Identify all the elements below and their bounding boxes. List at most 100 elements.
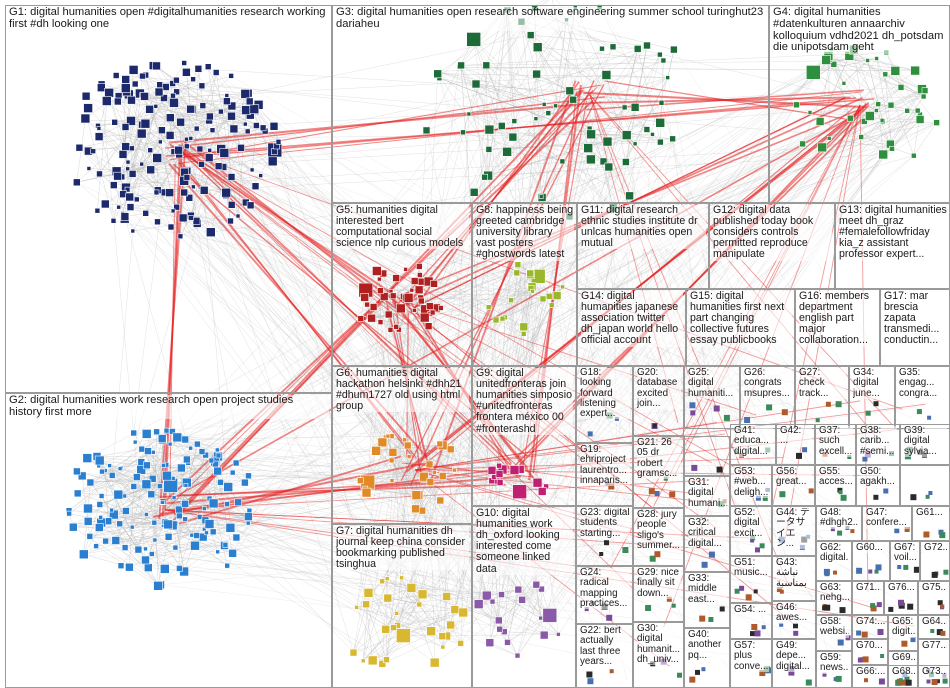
edge xyxy=(396,609,455,614)
node xyxy=(183,483,189,488)
group-cell-g24: G24: radical mapping practices... xyxy=(576,566,633,624)
node xyxy=(665,75,671,80)
node xyxy=(141,555,150,565)
edge xyxy=(382,588,542,665)
node xyxy=(821,55,832,65)
edge xyxy=(383,273,397,327)
node xyxy=(879,118,885,123)
node xyxy=(172,432,183,443)
node xyxy=(532,69,541,79)
edge xyxy=(396,264,519,327)
edge xyxy=(100,517,159,586)
node xyxy=(178,213,188,223)
group-label-g76: G76... xyxy=(888,583,915,594)
edge xyxy=(224,545,518,656)
node xyxy=(403,441,412,450)
group-cell-g1: G1: digital humanities open #digitalhuma… xyxy=(5,5,332,393)
edge xyxy=(175,544,226,548)
node xyxy=(244,128,251,135)
edge xyxy=(132,173,766,400)
edge xyxy=(176,80,232,205)
group-cell-g40: G40: another pq... xyxy=(684,628,730,688)
node xyxy=(410,277,419,285)
node xyxy=(223,482,233,492)
node xyxy=(160,564,170,574)
node xyxy=(399,575,404,581)
edge xyxy=(489,642,518,656)
node xyxy=(417,272,423,278)
group-label-g2: G2: digital humanities work research ope… xyxy=(9,395,329,419)
edge xyxy=(407,293,558,296)
group-cell-g8: G8: happiness being greeted cambridge un… xyxy=(472,203,577,366)
node xyxy=(142,210,149,217)
edge xyxy=(190,138,519,590)
edge xyxy=(517,588,542,656)
node xyxy=(392,274,400,282)
node xyxy=(196,145,204,153)
edge xyxy=(100,461,386,630)
edge xyxy=(501,60,664,127)
edge xyxy=(442,612,464,648)
group-label-g71: G71... xyxy=(856,583,881,594)
node xyxy=(98,515,103,520)
node xyxy=(184,136,189,142)
group-cell-g27: G27: check track... xyxy=(795,366,849,429)
edge xyxy=(126,147,823,188)
edge xyxy=(109,65,157,94)
group-cell-g41: G41: educa... digital... xyxy=(730,424,776,465)
edge xyxy=(121,433,147,468)
edge xyxy=(492,601,559,635)
node xyxy=(237,144,245,152)
node xyxy=(393,323,400,330)
group-cell-g29: G29: nice finally sit down... xyxy=(633,566,684,622)
group-cell-g42: G42: ... xyxy=(776,424,815,465)
node xyxy=(433,69,443,79)
edge xyxy=(88,168,433,313)
node xyxy=(224,501,230,507)
node xyxy=(497,122,506,130)
node xyxy=(438,305,444,311)
node xyxy=(388,447,398,457)
node xyxy=(165,131,175,140)
edge xyxy=(606,74,668,78)
edge xyxy=(353,295,558,653)
group-cell-g62: G62: digital... xyxy=(816,541,852,581)
group-label-g10: G10: digital humanities work dh_oxford l… xyxy=(476,508,573,575)
node xyxy=(526,269,535,278)
edge xyxy=(414,469,714,504)
group-label-g17: G17: mar brescia zapata transmedi... con… xyxy=(884,291,947,347)
node xyxy=(80,113,91,124)
node xyxy=(139,72,146,80)
node xyxy=(107,463,112,468)
edge xyxy=(366,492,416,510)
node xyxy=(176,117,185,127)
group-cell-g20: G20: database excited join... xyxy=(633,366,684,436)
node xyxy=(815,117,825,126)
group-cell-g70: G70... xyxy=(852,639,888,665)
node xyxy=(190,540,200,551)
node xyxy=(117,466,123,472)
node xyxy=(425,302,434,311)
edge xyxy=(68,510,147,515)
edge xyxy=(382,581,420,605)
edge xyxy=(179,149,757,481)
edge xyxy=(146,433,404,636)
node xyxy=(122,507,130,515)
node xyxy=(120,212,130,221)
node xyxy=(599,45,605,52)
group-label-g35: G35: engag... congra... xyxy=(899,368,947,399)
group-cell-g71: G71... xyxy=(852,581,884,615)
node xyxy=(660,57,667,64)
group-label-g23: G23: digital students starting... xyxy=(580,508,630,539)
node xyxy=(232,533,241,542)
edge xyxy=(397,587,412,626)
group-cell-g19: G19: ehriproject laurentro... innaparis.… xyxy=(576,443,633,506)
group-label-g56: G56: great... xyxy=(776,467,812,488)
edge xyxy=(211,500,354,653)
node xyxy=(409,287,415,293)
node xyxy=(121,83,131,93)
group-label-g32: G32: critical digital... xyxy=(688,518,727,549)
edge xyxy=(486,65,636,108)
node xyxy=(469,188,479,197)
edge xyxy=(822,122,937,148)
